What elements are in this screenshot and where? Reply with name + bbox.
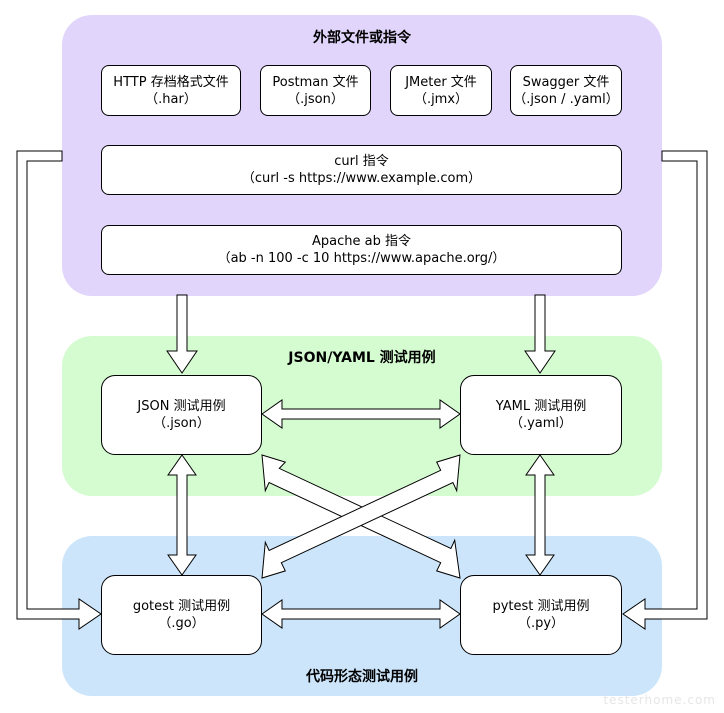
har-extension: （.har） — [145, 91, 197, 107]
gotest-testcase-label: gotest 测试用例 — [132, 599, 231, 614]
gotest-testcase-extension: （.go） — [158, 616, 205, 631]
source-jmeter-file[interactable]: JMeter 文件 （.jmx） — [390, 65, 492, 116]
postman-label: Postman 文件 — [272, 74, 359, 90]
arrow-external-to-json — [166, 294, 198, 374]
code-group-title: 代码形态测试用例 — [306, 669, 418, 685]
curl-example: （curl -s https://www.example.com） — [241, 171, 482, 186]
yaml-testcase-extension: （.yaml） — [509, 416, 573, 431]
yaml-testcase-label: YAML 测试用例 — [495, 399, 587, 414]
source-har-file[interactable]: HTTP 存档格式文件 （.har） — [101, 65, 241, 116]
pytest-testcase-extension: （.py） — [517, 616, 565, 631]
arrow-external-to-pytest — [622, 150, 708, 630]
swagger-extension: （.json / .yaml） — [513, 91, 619, 107]
jmeter-extension: （.jmx） — [413, 91, 469, 107]
source-postman-file[interactable]: Postman 文件 （.json） — [260, 65, 371, 116]
arrow-json-gotest — [167, 454, 197, 576]
swagger-label: Swagger 文件 — [522, 74, 610, 90]
arrow-yaml-gotest — [261, 454, 461, 579]
postman-extension: （.json） — [287, 91, 344, 107]
har-label: HTTP 存档格式文件 — [113, 74, 229, 90]
ab-example: （ab -n 100 -c 10 https://www.apache.org/… — [217, 251, 506, 266]
arrow-external-to-gotest — [16, 150, 102, 630]
arrow-gotest-pytest — [261, 599, 461, 629]
external-group-title: 外部文件或指令 — [313, 30, 411, 46]
jmeter-label: JMeter 文件 — [405, 74, 477, 90]
testcase-json[interactable]: JSON 测试用例 （.json） — [101, 375, 262, 455]
source-apache-ab-command[interactable]: Apache ab 指令 （ab -n 100 -c 10 https://ww… — [101, 225, 622, 275]
testcase-yaml[interactable]: YAML 测试用例 （.yaml） — [460, 375, 622, 455]
json-testcase-label: JSON 测试用例 — [137, 399, 226, 414]
pytest-testcase-label: pytest 测试用例 — [492, 599, 590, 614]
json-testcase-extension: （.json） — [153, 416, 210, 431]
testcase-gotest[interactable]: gotest 测试用例 （.go） — [101, 575, 262, 655]
watermark: testerhome.com — [603, 693, 716, 707]
testcase-pytest[interactable]: pytest 测试用例 （.py） — [460, 575, 622, 655]
json-yaml-group-title: JSON/YAML 测试用例 — [288, 350, 436, 366]
arrow-external-to-yaml — [524, 294, 556, 374]
arrow-yaml-pytest — [525, 454, 555, 576]
arrow-json-yaml — [261, 399, 461, 429]
curl-label: curl 指令 — [334, 154, 389, 169]
source-curl-command[interactable]: curl 指令 （curl -s https://www.example.com… — [101, 145, 622, 195]
ab-label: Apache ab 指令 — [312, 234, 411, 249]
source-swagger-file[interactable]: Swagger 文件 （.json / .yaml） — [510, 65, 622, 116]
